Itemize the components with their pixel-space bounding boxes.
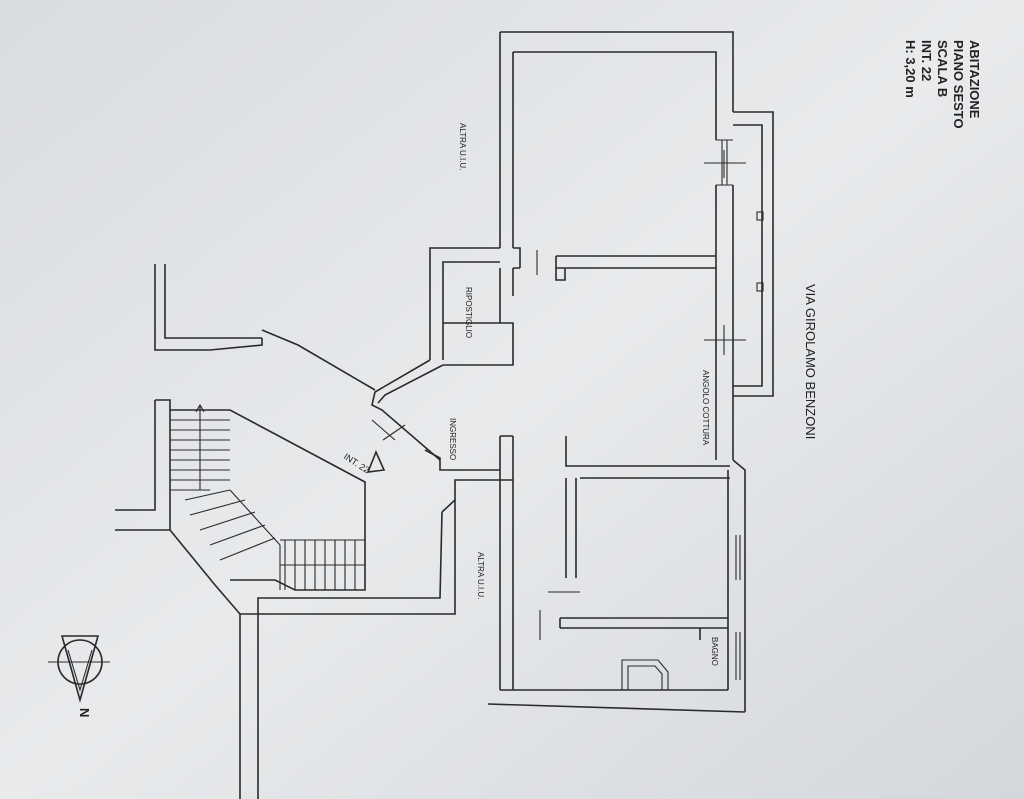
room-label-ingresso: INGRESSO (448, 418, 457, 460)
apartment-walls (487, 31, 774, 713)
neighbor-label-bottom: ALTRA U.I.U. (476, 552, 485, 599)
entrance-marker-icon (366, 449, 386, 473)
title-line-4: INT. 22 (919, 40, 934, 81)
title-line-1: ABITAZIONE (967, 40, 982, 119)
room-label-angolo-cottura: ANGOLO COTTURA (701, 370, 710, 446)
title-line-3: SCALA B (935, 40, 950, 97)
title-block: ABITAZIONE PIANO SESTO SCALA B INT. 22 H… (903, 40, 982, 129)
room-label-bagno: BAGNO (710, 637, 719, 666)
stair-core (115, 264, 456, 799)
title-line-2: PIANO SESTO (951, 40, 966, 129)
interior-walls (424, 247, 730, 690)
neighbor-label-top: ALTRA U.I.U. (458, 123, 467, 170)
north-arrow-icon (48, 635, 110, 703)
north-label: N (77, 708, 92, 717)
title-line-5: H: 3,20 m (903, 40, 918, 98)
room-label-ripostiglio: RIPOSTIGLIO (464, 287, 473, 338)
street-label: VIA GIROLAMO BENZONI (803, 284, 818, 439)
